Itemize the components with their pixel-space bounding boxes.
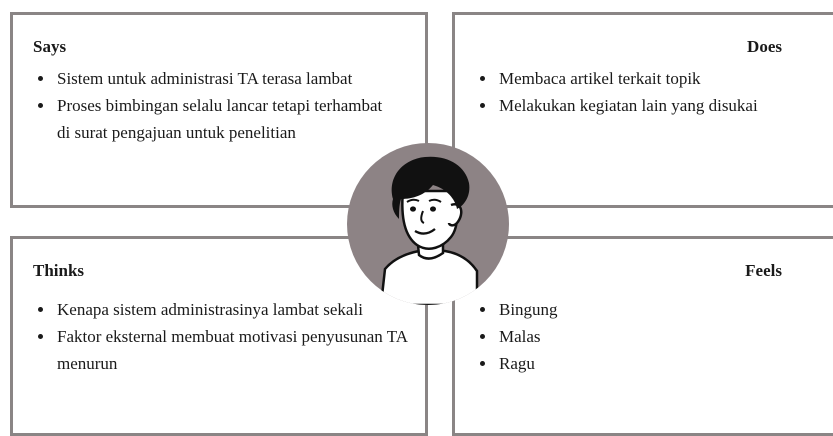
feels-item: Ragu — [497, 350, 797, 377]
feels-quadrant: Feels Bingung Malas Ragu — [452, 236, 833, 436]
persona-circle: Indra — [347, 143, 509, 305]
does-item: Melakukan kegiatan lain yang disukai — [497, 92, 833, 119]
thinks-list: Kenapa sistem administrasinya lambat sek… — [33, 296, 445, 377]
says-item: Proses bimbingan selalu lancar tetapi te… — [55, 92, 385, 146]
feels-item: Malas — [497, 323, 797, 350]
thinks-item: Faktor eksternal membuat motivasi penyus… — [55, 323, 445, 377]
does-list: Membaca artikel terkait topik Melakukan … — [475, 65, 833, 119]
thinks-title: Thinks — [33, 261, 85, 280]
persona-name: Indra — [405, 271, 450, 291]
says-item: Sistem untuk administrasi TA terasa lamb… — [55, 65, 385, 92]
person-avatar-icon — [379, 156, 479, 305]
feels-list: Bingung Malas Ragu — [475, 296, 797, 377]
thinks-item: Kenapa sistem administrasinya lambat sek… — [55, 296, 445, 323]
thinks-quadrant: Thinks Kenapa sistem administrasinya lam… — [10, 236, 428, 436]
feels-item: Bingung — [497, 296, 797, 323]
does-item: Membaca artikel terkait topik — [497, 65, 833, 92]
feels-title: Feels — [745, 261, 782, 280]
says-list: Sistem untuk administrasi TA terasa lamb… — [33, 65, 385, 146]
says-quadrant: Says Sistem untuk administrasi TA terasa… — [10, 12, 428, 208]
says-title: Says — [33, 37, 67, 56]
does-quadrant: Does Membaca artikel terkait topik Melak… — [452, 12, 833, 208]
does-title: Does — [747, 37, 782, 56]
